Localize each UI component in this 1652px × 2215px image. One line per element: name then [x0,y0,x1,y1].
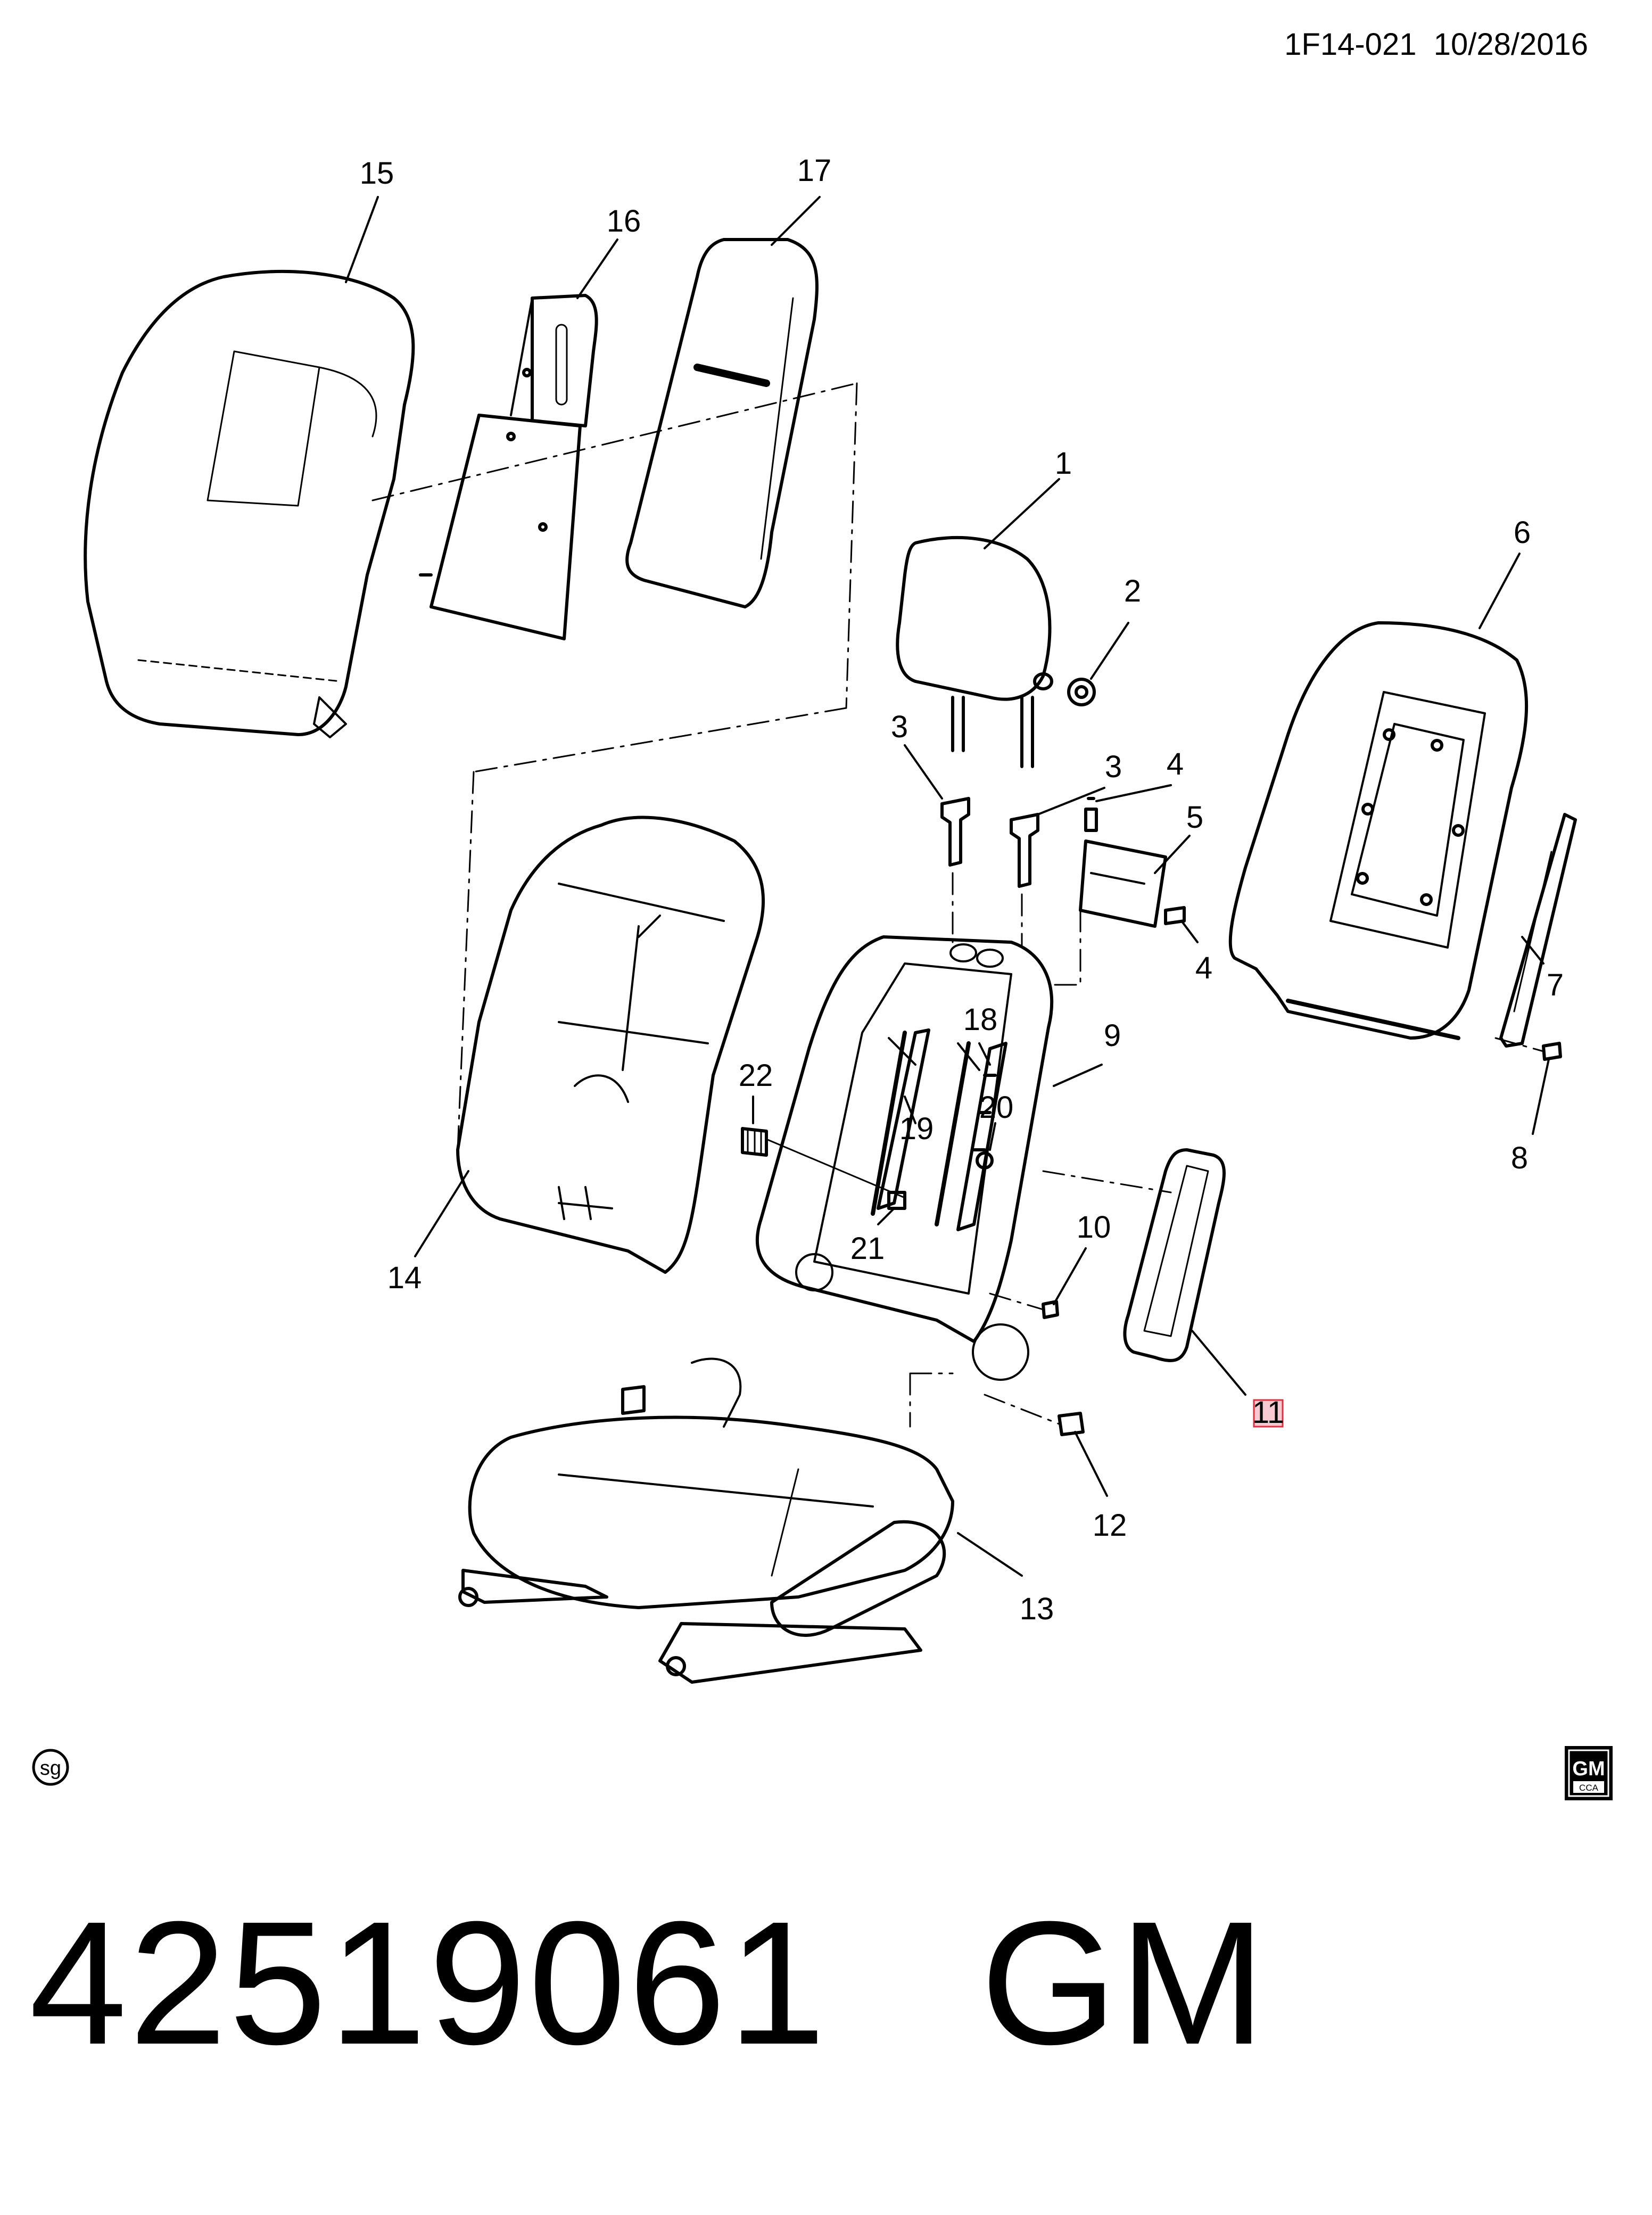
callout-18: 18 [963,1002,998,1037]
sg-mark: sg [32,1749,69,1786]
callout-4-upper: 4 [1167,747,1184,781]
gm-logo-text: GM [1572,1758,1605,1780]
bolt-lower [1164,906,1186,925]
spring-22 [741,1127,768,1157]
callout-9: 9 [1104,1018,1121,1053]
pin-21 [765,1138,906,1210]
callout-3-right: 3 [1105,750,1122,784]
callout-15: 15 [360,156,394,191]
callout-3-left: 3 [891,710,908,744]
part-number-footer: 42519061 GM [29,1895,1268,2071]
part-number: 42519061 [29,1884,828,2081]
screw-10 [989,1292,1059,1319]
side-pad [1042,1148,1226,1362]
headrest-guide-right [1010,813,1039,888]
callout-21: 21 [850,1231,885,1266]
nut-20 [976,1151,994,1170]
diagram-date: 10/28/2016 [1433,27,1588,62]
diagram-code: 1F14-021 [1284,27,1417,62]
seat-back-rear-panel [456,816,765,1274]
bracket-guide-line [952,872,1081,986]
bolt-12 [909,1372,1085,1436]
seat-cushion-assembly [458,1357,954,1684]
seat-back-cover [84,270,415,738]
trim-strip [1499,813,1577,1048]
callout-7: 7 [1547,968,1564,1002]
headrest [896,536,1053,768]
headrest-plug [1067,678,1096,706]
callout-11: 11 [1252,1395,1284,1430]
callout-16: 16 [607,204,641,238]
callout-labels: 15 16 17 1 2 3 3 4 5 4 6 7 8 9 10 11 12 … [360,153,1564,1626]
lumbar-bracket [956,1042,1007,1231]
seat-back-panel [419,294,598,640]
assembly-guide-lines [371,382,858,1151]
callout-2: 2 [1124,574,1141,608]
callout-8: 8 [1511,1141,1528,1175]
screw-8 [1494,1037,1562,1061]
seat-back-board [625,238,819,608]
sg-mark-text: sg [40,1757,61,1780]
headrest-guide-left [940,797,970,867]
callout-10: 10 [1077,1210,1111,1245]
brand-name: GM [980,1884,1268,2081]
callout-17: 17 [797,153,832,188]
lumbar-bracket-left [877,1028,930,1210]
callout-20: 20 [979,1090,1014,1125]
gm-logo: GM CCA [1565,1746,1613,1800]
gm-logo-subtext: CCA [1579,1783,1599,1793]
callout-22: 22 [739,1058,773,1093]
leader-lines [345,196,1550,1577]
callout-4-lower: 4 [1195,951,1212,985]
callout-13: 13 [1020,1592,1054,1626]
bolt-upper [1084,797,1098,832]
seat-back-frame [756,935,1054,1381]
diagram-header: 1F14-021 10/28/2016 [1284,27,1588,62]
bracket [1079,839,1167,928]
callout-19: 19 [899,1111,934,1146]
seat-back-trim-panel [1228,621,1529,1040]
callout-12: 12 [1093,1508,1127,1543]
callout-5: 5 [1186,800,1203,835]
callout-14: 14 [387,1261,422,1295]
callout-6: 6 [1514,515,1531,550]
callout-11-highlight [1253,1399,1284,1428]
callout-1: 1 [1055,446,1072,481]
